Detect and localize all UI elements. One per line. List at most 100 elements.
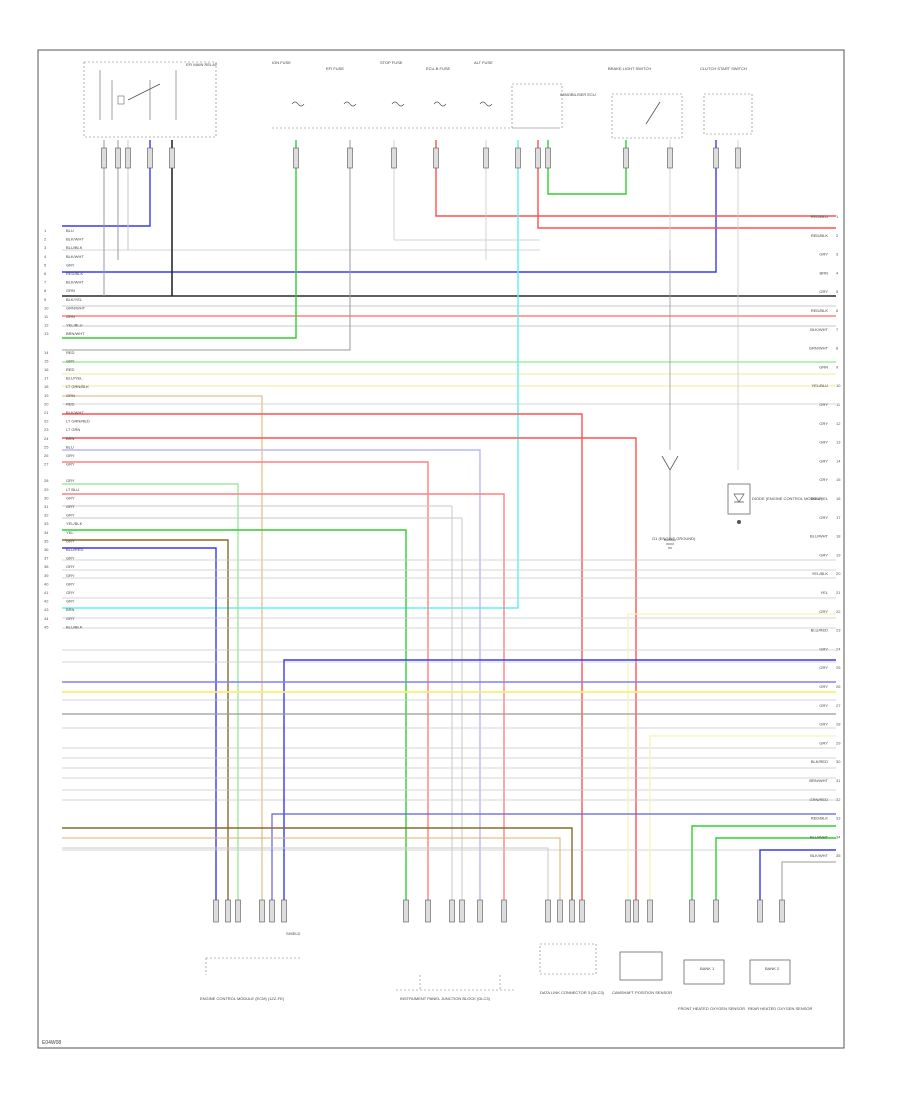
- left-pin-number: 41: [44, 590, 49, 595]
- left-pin-number: 39: [44, 573, 49, 578]
- wire-blu-blk-bot: [271, 813, 836, 920]
- right-pin-number: 15: [836, 477, 841, 482]
- right-pin-number: 22: [836, 609, 841, 614]
- right-wire-label: GRY: [819, 252, 828, 257]
- bottom-connector-10: [477, 899, 483, 923]
- bottom-connector-15: [579, 899, 585, 923]
- left-pin-number: 17: [44, 376, 49, 381]
- top-connector-0: [101, 147, 107, 169]
- right-wire-label: BRN: [820, 270, 829, 275]
- brake-switch-label: BRAKE LIGHT SWITCH: [608, 66, 651, 71]
- left-wire-label: GRY: [66, 504, 75, 509]
- left-wire-label: LT GRN/RED: [66, 419, 90, 424]
- bottom-connector-8: [449, 899, 455, 923]
- wire-brn-yel: [627, 613, 836, 920]
- left-wire-label: BLK/WHT: [66, 280, 84, 285]
- right-pin-number: 26: [836, 684, 841, 689]
- right-wire-label: GRN: [819, 364, 828, 369]
- ecm-outline: [205, 957, 300, 975]
- wire-brn-bot: [62, 827, 573, 920]
- left-pin-number: 6: [44, 271, 47, 276]
- right-wire-label: GRN/RED: [810, 797, 829, 802]
- right-wire-label: BLK/WHT: [810, 327, 828, 332]
- left-pin-number: 2: [44, 237, 47, 242]
- left-pin-number: 33: [44, 521, 49, 526]
- right-pin-number: 4: [836, 270, 839, 275]
- right-wire-label: GRY: [819, 740, 828, 745]
- wire-red-c: [62, 461, 429, 920]
- bottom-connector-0: [213, 899, 219, 923]
- left-pin-number: 8: [44, 288, 47, 293]
- immobiliser-label: IMMOBILISER ECU: [560, 92, 596, 97]
- top-connector-5: [293, 147, 299, 169]
- right-pin-number: 8: [836, 346, 839, 351]
- left-wire-label: BLK/WHT: [66, 254, 84, 259]
- right-wire-label: BLK/RED: [811, 759, 828, 764]
- clutch-switch-box: [703, 93, 753, 135]
- right-pin-number: 2: [836, 233, 839, 238]
- wire-red-blu: [435, 140, 836, 217]
- right-wire-label: BLK/WHT: [810, 853, 828, 858]
- left-pin-number: 21: [44, 410, 49, 415]
- diode-label: DIODE (ENGINE CONTROL MODULE): [752, 496, 823, 501]
- left-pin-number: 35: [44, 538, 49, 543]
- top-connector-7: [391, 147, 397, 169]
- wire-brn-b: [62, 837, 561, 920]
- left-pin-number: 20: [44, 401, 49, 406]
- top-connector-4: [169, 147, 175, 169]
- left-pin-number: 28: [44, 478, 49, 483]
- left-pin-number: 18: [44, 384, 49, 389]
- bank1-tag: BANK 1: [700, 966, 715, 971]
- left-wire-label: GRY: [66, 513, 75, 518]
- right-pin-number: 35: [836, 853, 841, 858]
- wire-blk-o2: [781, 861, 836, 920]
- left-wire-label: BRN: [66, 607, 75, 612]
- diode-box: [727, 483, 751, 515]
- right-wire-label: GRY: [819, 552, 828, 557]
- clutch-switch-label: CLUTCH START SWITCH: [700, 66, 747, 71]
- left-wire-label: BLU: [66, 444, 74, 449]
- wire-blu: [62, 140, 151, 227]
- left-wire-label: YEL/BLK: [66, 521, 83, 526]
- left-pin-number: 45: [44, 624, 49, 629]
- left-wire-label: RED: [66, 350, 75, 355]
- top-connector-16: [735, 147, 741, 169]
- left-wire-label: RED: [66, 401, 75, 406]
- bottom-connector-12: [545, 899, 551, 923]
- left-wire-label: BLK/WHT: [66, 237, 84, 242]
- top-connector-3: [147, 147, 153, 169]
- left-pin-number: 1: [44, 228, 47, 233]
- right-wire-label: RED/BLK: [811, 308, 828, 313]
- footer-code: E04W08: [42, 1040, 61, 1046]
- right-pin-number: 10: [836, 383, 841, 388]
- ground-label: G1 (ENGINE GROUND): [652, 536, 696, 541]
- wire-grn-o2: [715, 837, 836, 920]
- right-pin-number: 33: [836, 816, 841, 821]
- right-wire-label: BLU/WHT: [810, 534, 829, 539]
- right-wire-label: BLU/WHT: [810, 834, 829, 839]
- left-pin-number: 11: [44, 314, 49, 319]
- bottom-connector-4: [269, 899, 275, 923]
- right-pin-number: 18: [836, 534, 841, 539]
- right-pin-number: 14: [836, 458, 841, 463]
- right-pin-number: 32: [836, 797, 841, 802]
- diode-symbol: [733, 493, 745, 503]
- left-wire-label: GRY: [66, 358, 75, 363]
- top-connector-15: [713, 147, 719, 169]
- left-wire-label: GRY: [66, 556, 75, 561]
- left-pin-number: 32: [44, 513, 49, 518]
- right-pin-number: 16: [836, 496, 841, 501]
- top-connector-2: [125, 147, 131, 169]
- fuse-efi-label: EFI FUSE: [326, 66, 344, 71]
- right-wire-label: YEL: [820, 590, 828, 595]
- wire-blu-yel: [62, 449, 481, 920]
- wire-blk-wht-b: [62, 505, 453, 920]
- wire-blu-wht: [283, 659, 836, 920]
- bottom-connector-16: [625, 899, 631, 923]
- right-wire-label: GRY: [819, 421, 828, 426]
- right-wire-label: GRY: [819, 609, 828, 614]
- right-pin-number: 11: [836, 402, 841, 407]
- fuse-symbol-1: [343, 101, 357, 107]
- relay-label: EFI MAIN RELAY: [186, 62, 218, 67]
- right-wire-label: GRY: [819, 289, 828, 294]
